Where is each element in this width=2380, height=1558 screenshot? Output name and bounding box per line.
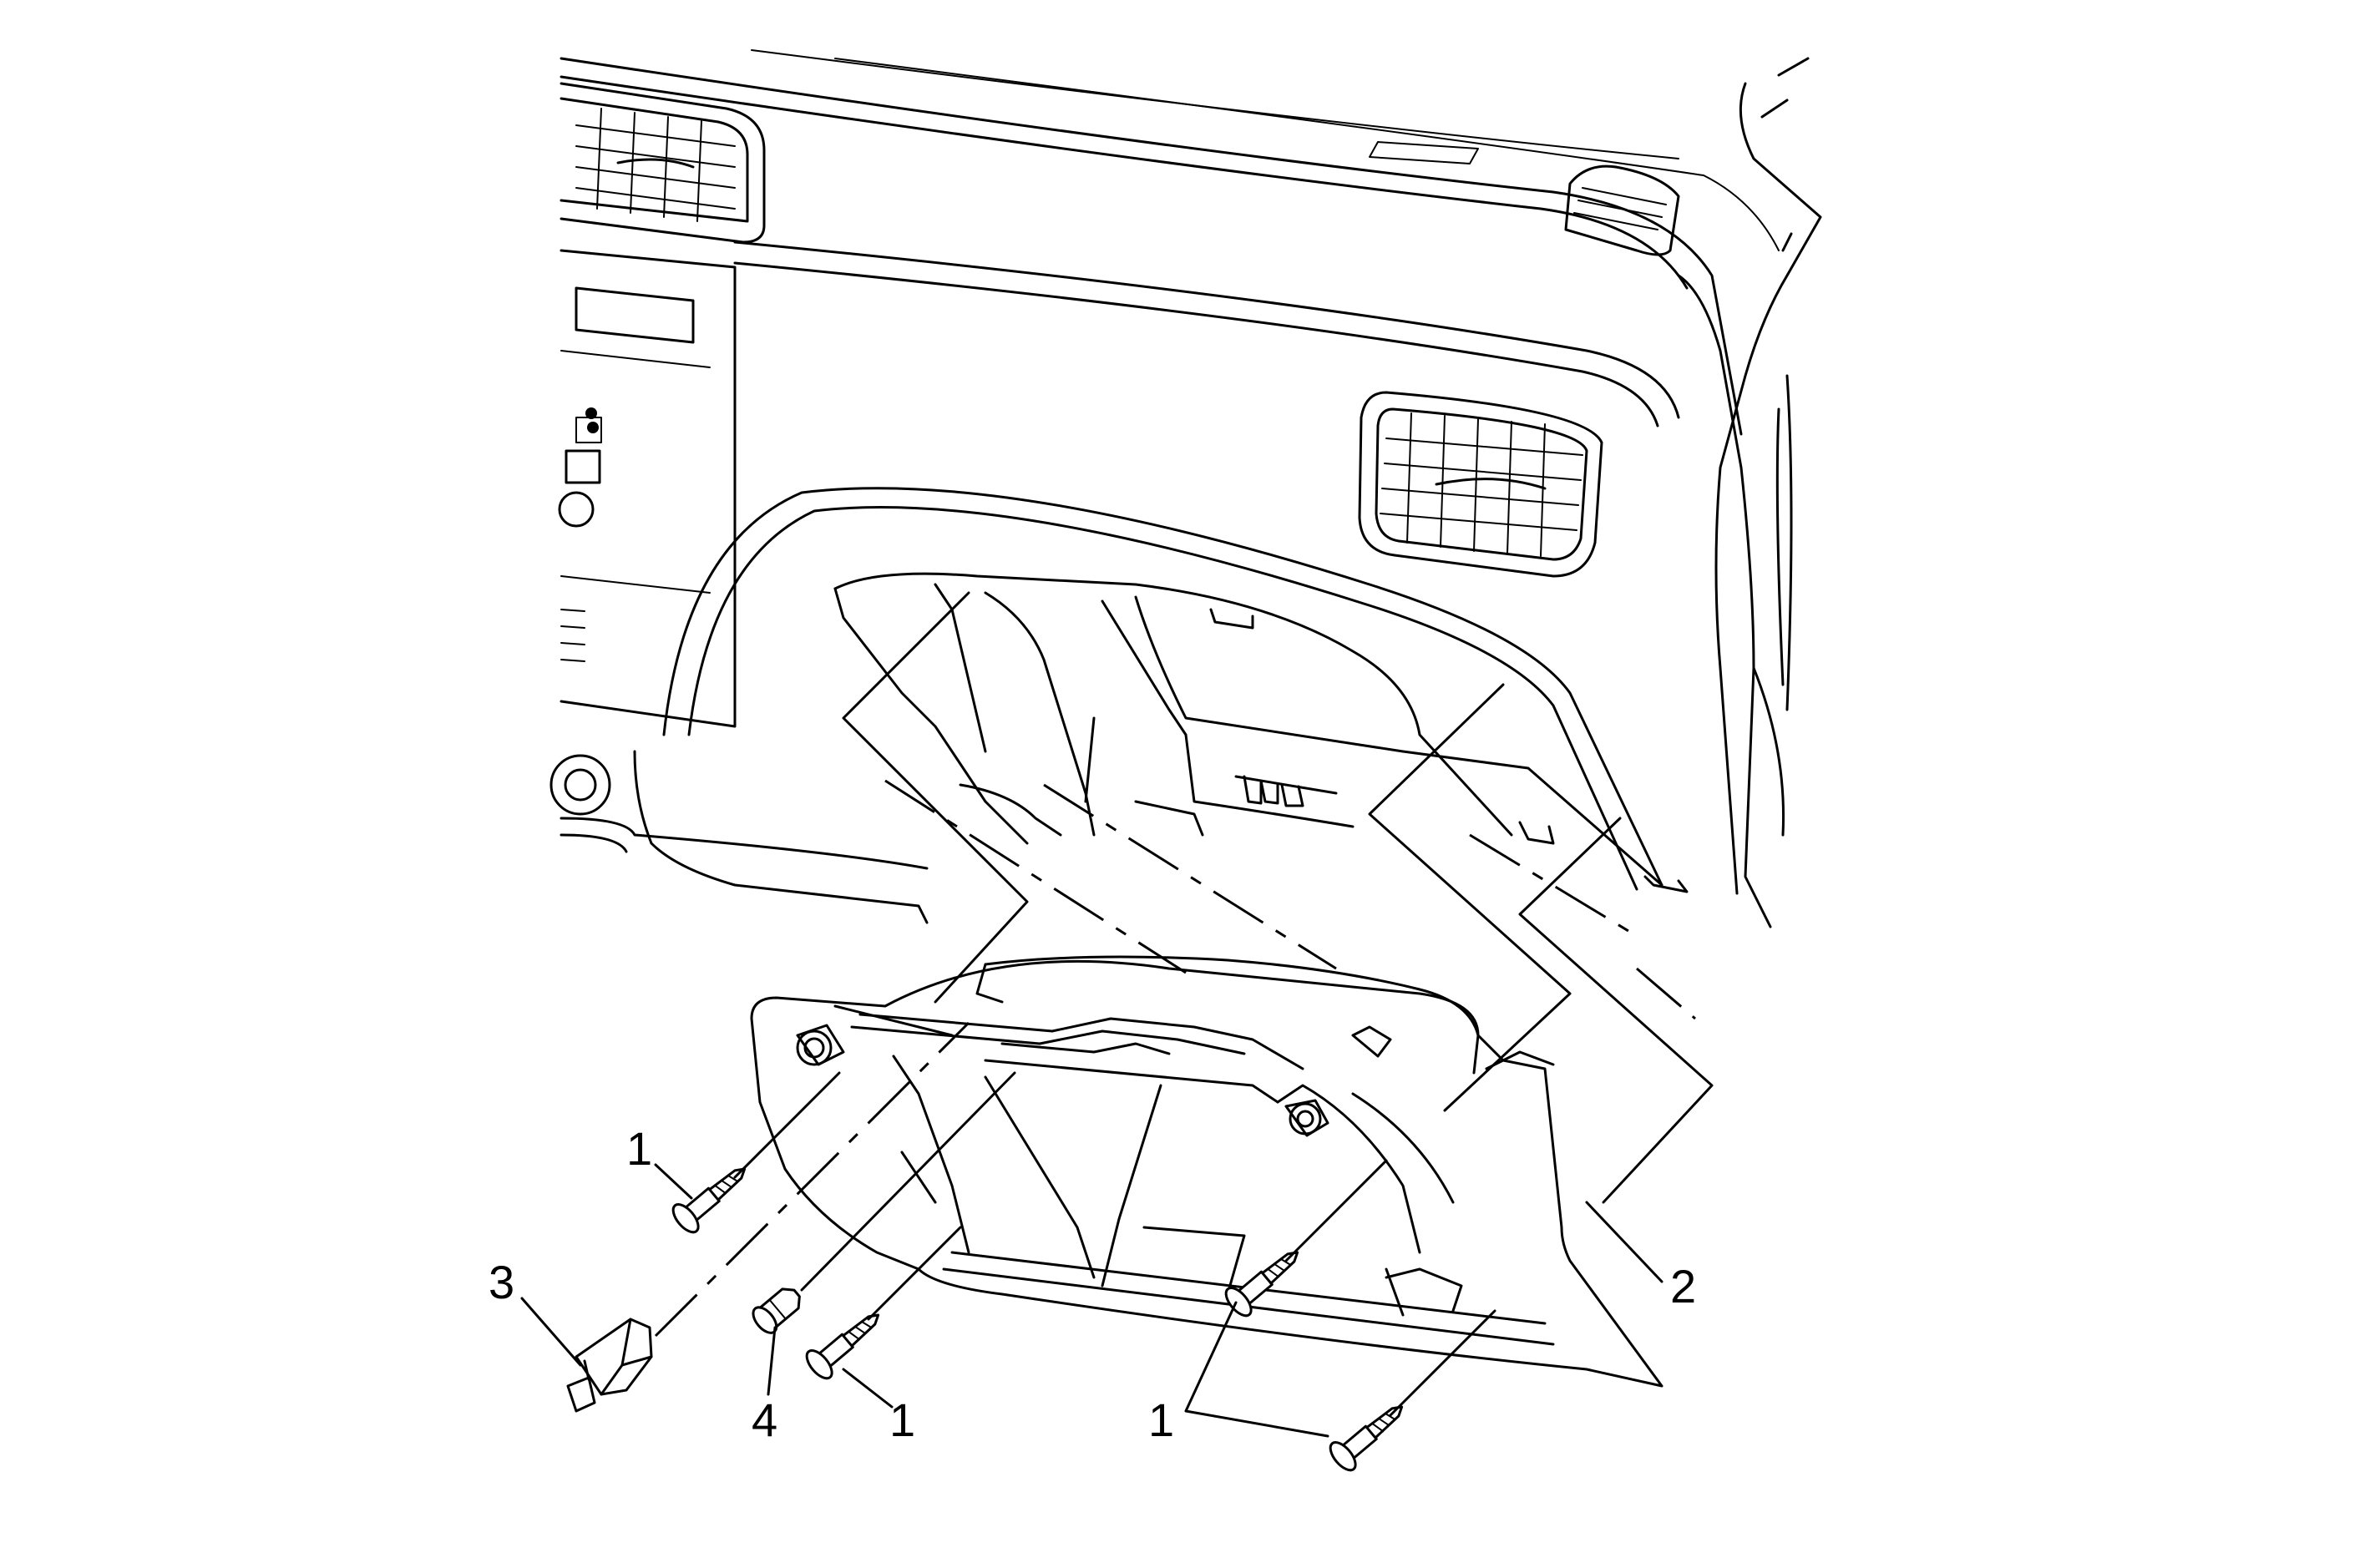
alignment-lines [654,591,1714,1417]
retainer-clip [566,1318,653,1413]
screw-right-lower [1329,1405,1404,1472]
center-stack [549,249,737,816]
screw-upper-left [671,1167,747,1234]
side-window-defroster-vent [1564,164,1680,256]
callout-4: 4 [752,1394,777,1446]
nut [752,1287,801,1334]
passenger-air-vent [1358,391,1603,578]
callout-1-left: 1 [626,1122,652,1175]
callout-2: 2 [1670,1260,1696,1313]
screw-right-upper [1224,1251,1299,1318]
callouts: 1 3 4 1 1 2 [489,1122,1696,1446]
instrument-panel [549,49,1822,928]
callout-1-center: 1 [889,1394,915,1446]
callout-3: 3 [489,1256,514,1308]
glove-box-opening [833,572,1689,893]
center-air-vent [560,82,766,244]
glove-box-assembly [750,955,1663,1388]
screw-lower-center [805,1313,880,1380]
callout-1-right: 1 [1148,1394,1174,1446]
